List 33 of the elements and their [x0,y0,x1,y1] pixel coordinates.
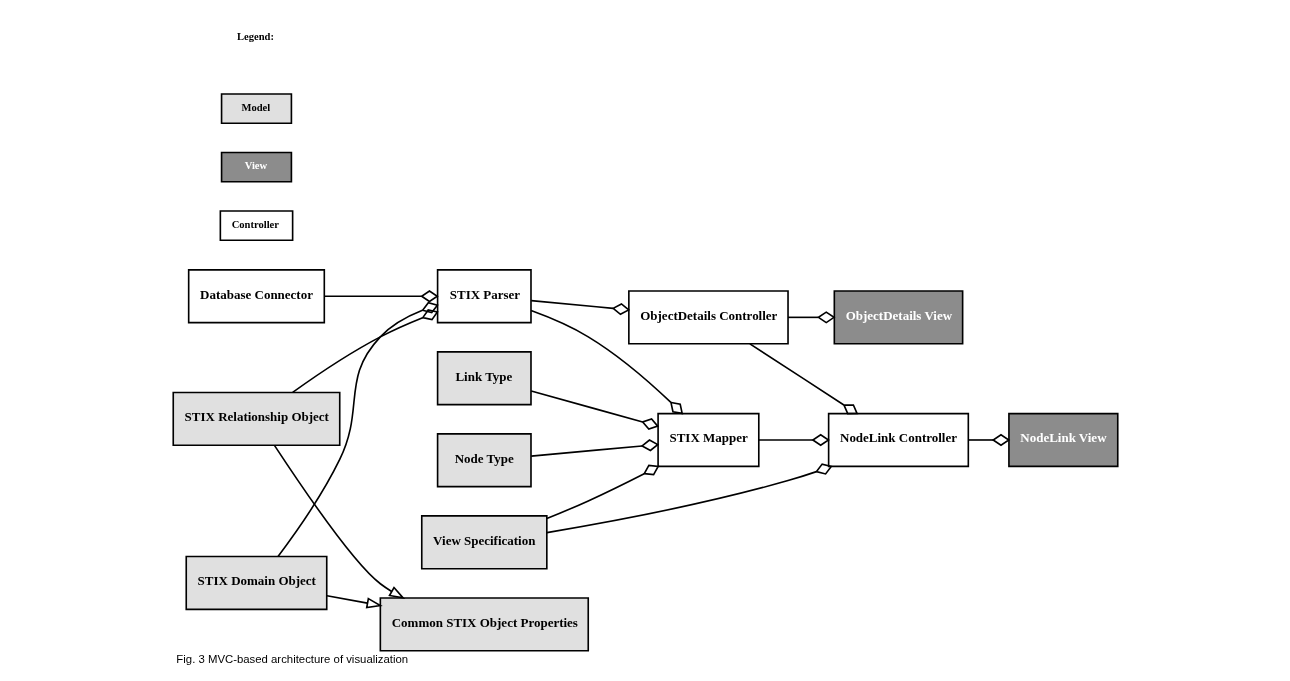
connector [276,301,439,558]
node-box: View Specification [420,515,548,570]
node-box: Database Connector [187,269,325,324]
node-box: Node Type [436,433,532,488]
node-box: NodeLink Controller [827,412,969,468]
node-box: STIX Parser [436,269,532,324]
connector [967,433,1010,447]
arrow [273,444,405,600]
legend-label: View [244,160,267,172]
connector [545,464,659,520]
node-box: Link Type [436,351,532,406]
node-box: Common STIX Object Properties [379,597,589,652]
connector [786,311,835,324]
connector [748,343,858,415]
node-box: STIX Mapper [656,412,760,468]
legend-label: Model [240,101,270,113]
connector [545,463,833,534]
arrow [325,594,383,609]
connector [529,390,659,430]
connector [323,290,439,303]
node-box: STIX Relationship Object [171,391,341,447]
caption: Fig. 3 MVC-based architecture of visualization [175,653,408,666]
legend-label: Controller [231,218,279,230]
connector [529,299,630,316]
node-box: ObjectDetails Controller [627,290,789,345]
node-box: NodeLink View [1007,412,1119,468]
node-box: ObjectDetails View [833,290,963,345]
connector [529,439,659,457]
label: Legend: [236,30,274,42]
connector [529,309,683,415]
connector [757,433,830,447]
node-box: STIX Domain Object [184,555,328,611]
connector [291,309,439,394]
